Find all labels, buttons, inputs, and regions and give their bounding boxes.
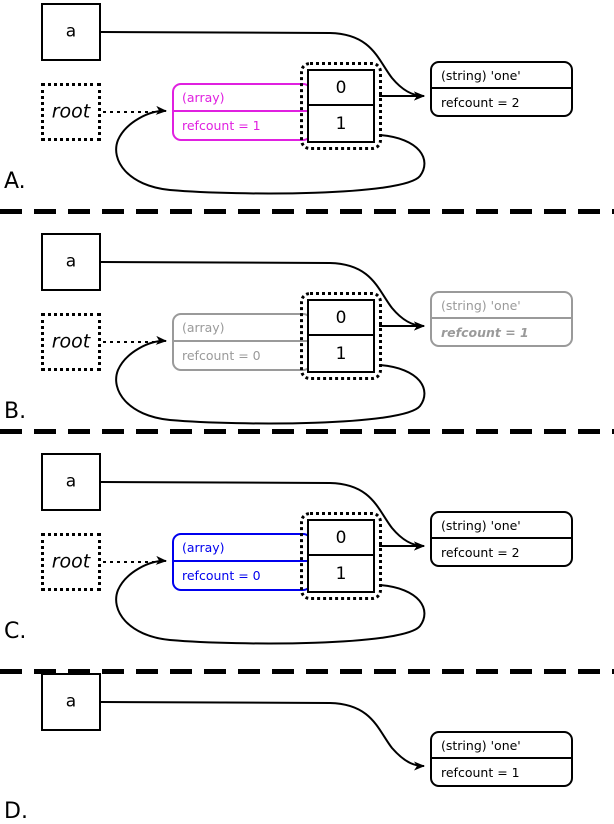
panel-c-edges bbox=[100, 481, 426, 645]
panel-separator-3 bbox=[0, 669, 614, 674]
variable-box-a: a bbox=[41, 673, 101, 731]
panel-b-edges bbox=[100, 261, 426, 425]
panel-letter-d: D. bbox=[4, 799, 28, 824]
variable-label: a bbox=[65, 251, 77, 272]
panel-b: a root (array) refcount = 0 0 1 (string)… bbox=[0, 230, 614, 445]
root-label: root bbox=[51, 100, 91, 123]
string-refcount-label: refcount = 2 bbox=[441, 544, 520, 560]
panel-letter-c: C. bbox=[4, 619, 27, 644]
panel-separator-2 bbox=[0, 429, 614, 434]
string-node: (string) 'one' refcount = 2 bbox=[430, 511, 573, 567]
array-index-1: 1 bbox=[335, 343, 347, 364]
array-refcount-label: refcount = 1 bbox=[182, 118, 261, 133]
panel-a: a root (array) refcount = 1 0 1 (string)… bbox=[0, 0, 614, 210]
variable-label: a bbox=[65, 691, 77, 712]
array-index-1: 1 bbox=[335, 113, 347, 134]
array-index-cells: 0 1 bbox=[300, 62, 382, 150]
array-node: (array) refcount = 0 bbox=[172, 313, 312, 371]
array-index-0: 0 bbox=[309, 521, 373, 556]
string-type-label: (string) 'one' bbox=[432, 513, 571, 539]
panel-letter-a: A. bbox=[4, 169, 26, 194]
array-index-0: 0 bbox=[309, 301, 373, 336]
array-refcount-label: refcount = 0 bbox=[182, 568, 261, 583]
root-label: root bbox=[51, 330, 91, 353]
panel-separator-1 bbox=[0, 209, 614, 214]
panel-d: a (string) 'one' refcount = 1 D. bbox=[0, 670, 614, 823]
array-index-0: 0 bbox=[309, 71, 373, 106]
string-type-label: (string) 'one' bbox=[432, 293, 571, 319]
string-refcount-label: refcount = 1 bbox=[441, 324, 529, 340]
variable-label: a bbox=[65, 21, 77, 42]
array-node: (array) refcount = 1 bbox=[172, 83, 312, 141]
array-type-label: (array) bbox=[174, 315, 310, 342]
array-index-cells: 0 1 bbox=[300, 512, 382, 600]
string-node: (string) 'one' refcount = 2 bbox=[430, 61, 573, 117]
string-type-label: (string) 'one' bbox=[432, 733, 571, 759]
array-index-cells: 0 1 bbox=[300, 292, 382, 380]
string-type-label: (string) 'one' bbox=[432, 63, 571, 89]
panel-d-edges bbox=[100, 701, 425, 771]
array-node: (array) refcount = 0 bbox=[172, 533, 312, 591]
variable-box-a: a bbox=[41, 3, 101, 61]
string-refcount-label: refcount = 2 bbox=[441, 94, 520, 110]
root-box: root bbox=[41, 83, 101, 141]
root-box: root bbox=[41, 313, 101, 371]
variable-box-a: a bbox=[41, 453, 101, 511]
panel-c: a root (array) refcount = 0 0 1 (string)… bbox=[0, 450, 614, 670]
string-node: (string) 'one' refcount = 1 bbox=[430, 731, 573, 787]
array-refcount-label: refcount = 0 bbox=[182, 348, 261, 363]
string-node: (string) 'one' refcount = 1 bbox=[430, 291, 573, 347]
variable-box-a: a bbox=[41, 233, 101, 291]
panel-a-edges bbox=[100, 31, 426, 195]
root-label: root bbox=[51, 550, 91, 573]
array-type-label: (array) bbox=[174, 85, 310, 112]
variable-label: a bbox=[65, 471, 77, 492]
string-refcount-label: refcount = 1 bbox=[441, 764, 520, 780]
array-index-1: 1 bbox=[335, 563, 347, 584]
array-type-label: (array) bbox=[174, 535, 310, 562]
root-box: root bbox=[41, 533, 101, 591]
panel-letter-b: B. bbox=[4, 399, 27, 424]
